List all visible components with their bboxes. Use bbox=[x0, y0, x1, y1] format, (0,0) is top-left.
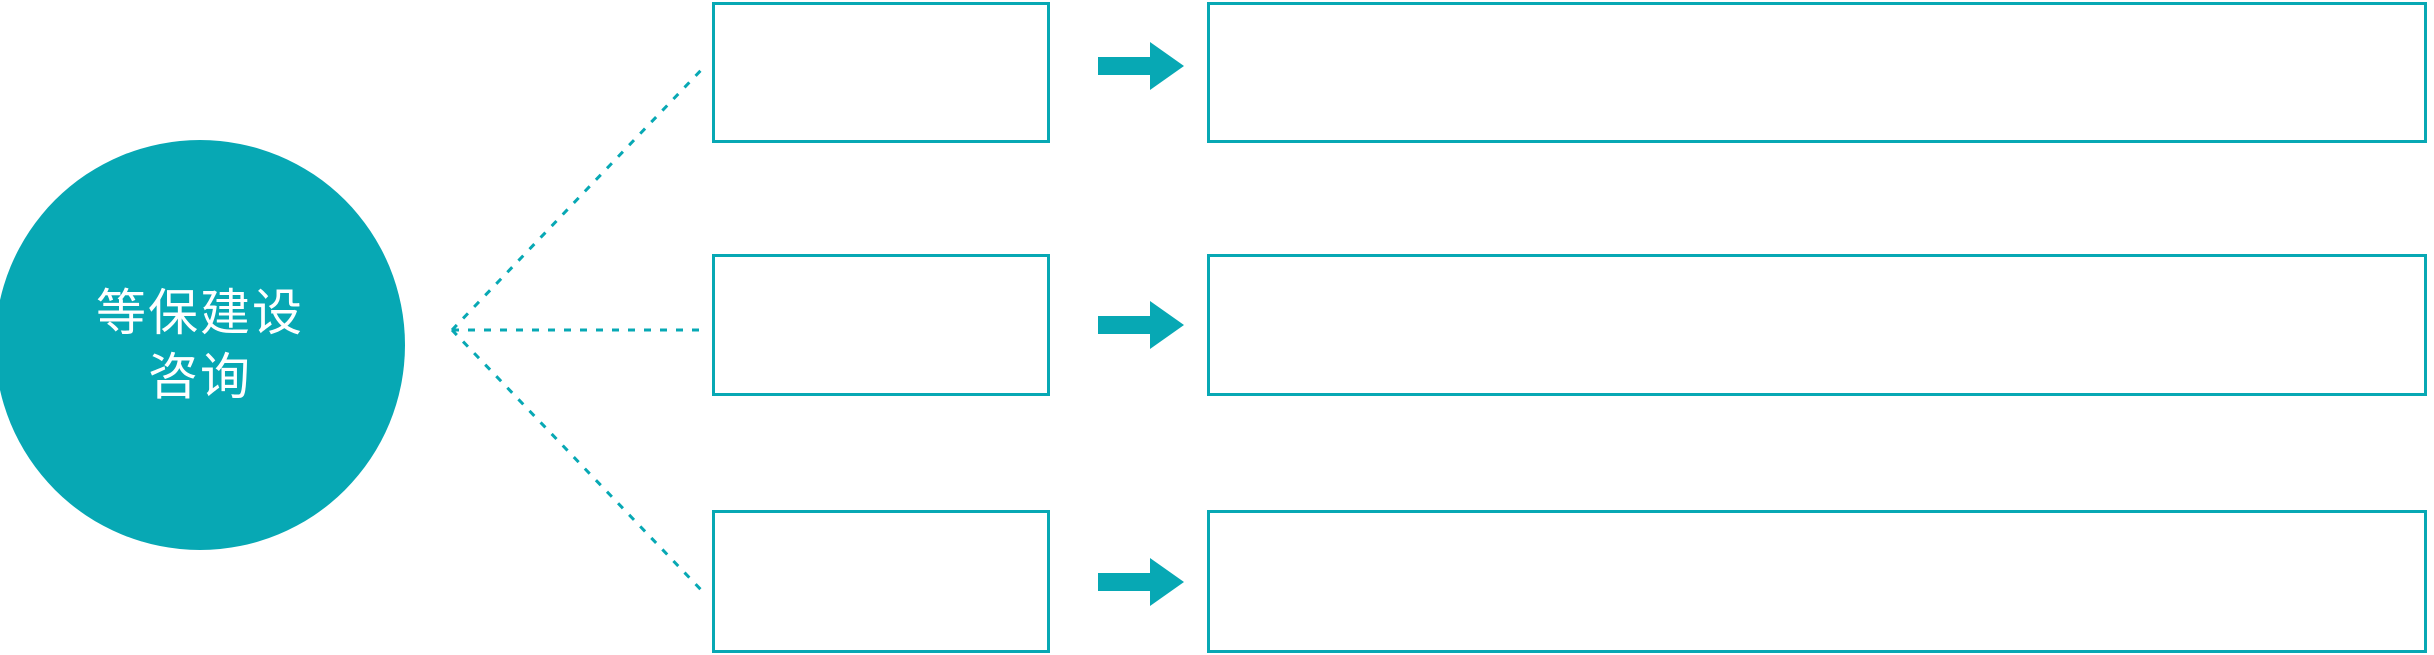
detail-box-1-label bbox=[1210, 5, 2424, 25]
detail-box-1[interactable] bbox=[1207, 2, 2427, 143]
row-3 bbox=[0, 510, 2434, 655]
arrow-right-icon-1 bbox=[1098, 42, 1184, 90]
arrow-right-icon-2 bbox=[1098, 301, 1184, 349]
stage-box-3[interactable] bbox=[712, 510, 1050, 653]
stage-box-2[interactable] bbox=[712, 254, 1050, 396]
detail-box-3-label bbox=[1210, 513, 2424, 533]
stage-box-2-label bbox=[715, 257, 1047, 277]
stage-box-1[interactable] bbox=[712, 2, 1050, 143]
detail-box-2[interactable] bbox=[1207, 254, 2427, 396]
detail-box-3[interactable] bbox=[1207, 510, 2427, 653]
hub-node[interactable]: 等保建设 咨询 bbox=[0, 140, 405, 550]
detail-box-2-label bbox=[1210, 257, 2424, 277]
stage-box-1-label bbox=[715, 5, 1047, 25]
arrow-right-icon-3 bbox=[1098, 558, 1184, 606]
stage-box-3-label bbox=[715, 513, 1047, 533]
row-2 bbox=[0, 254, 2434, 396]
hub-label-line-1: 等保建设 bbox=[96, 285, 304, 341]
hub-label-line-2: 咨询 bbox=[148, 349, 252, 405]
row-1 bbox=[0, 0, 2434, 145]
